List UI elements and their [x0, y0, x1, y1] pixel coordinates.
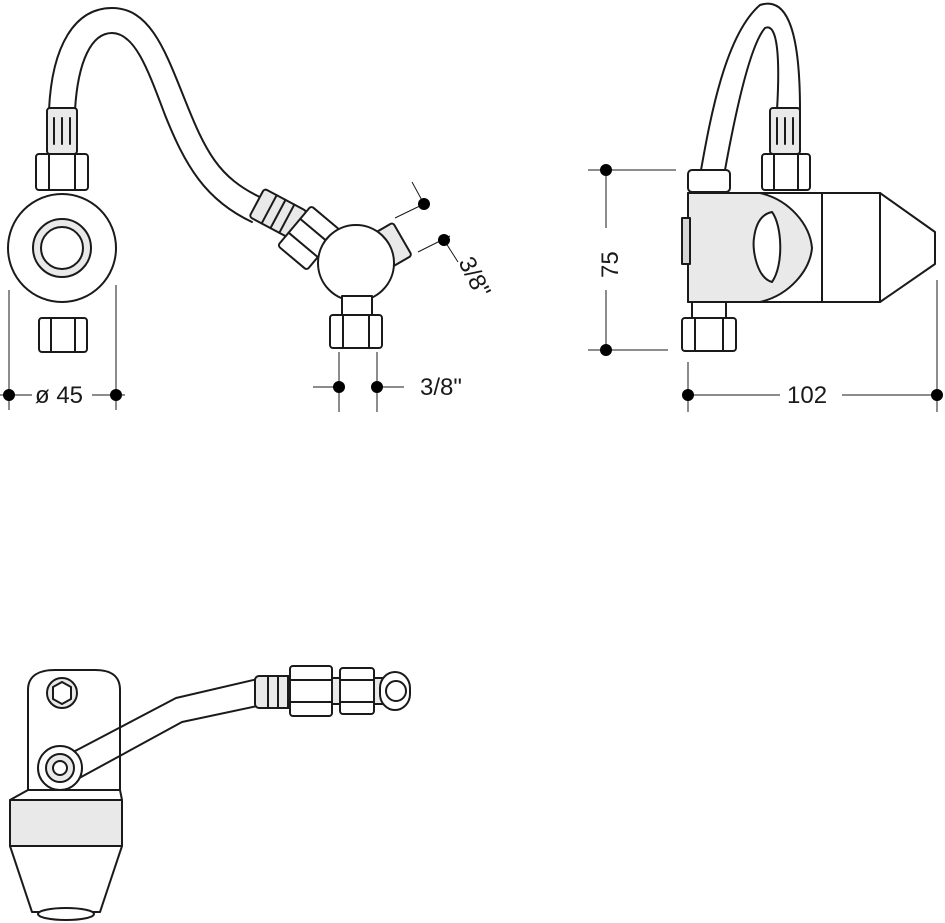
- top-nut: [35, 153, 89, 191]
- top-view: [9, 665, 411, 921]
- dim-length-label: 102: [787, 382, 827, 409]
- side-view: [681, 2, 936, 352]
- hose-ferrule-right: [769, 107, 801, 155]
- dim-height: [588, 164, 676, 356]
- dim-diameter: [0, 285, 125, 410]
- dim-diameter-label: ø 45: [35, 382, 83, 409]
- dim-bottom-port-label: 3/8": [420, 374, 462, 401]
- dim-bottom-port: [313, 352, 404, 412]
- tee-fitting: [249, 188, 412, 349]
- dim-height-label: 75: [597, 251, 624, 278]
- dim-side-port: [394, 181, 459, 263]
- dim-side-port-label: 3/8": [453, 252, 496, 302]
- bottom-nut-right: [681, 317, 737, 352]
- top-nut-right: [761, 153, 811, 191]
- front-view: [7, 7, 263, 353]
- hose-ferrule-left: [46, 107, 78, 155]
- bottom-nut: [38, 317, 88, 353]
- valve-body-round: [7, 193, 117, 303]
- dim-length: [682, 280, 943, 412]
